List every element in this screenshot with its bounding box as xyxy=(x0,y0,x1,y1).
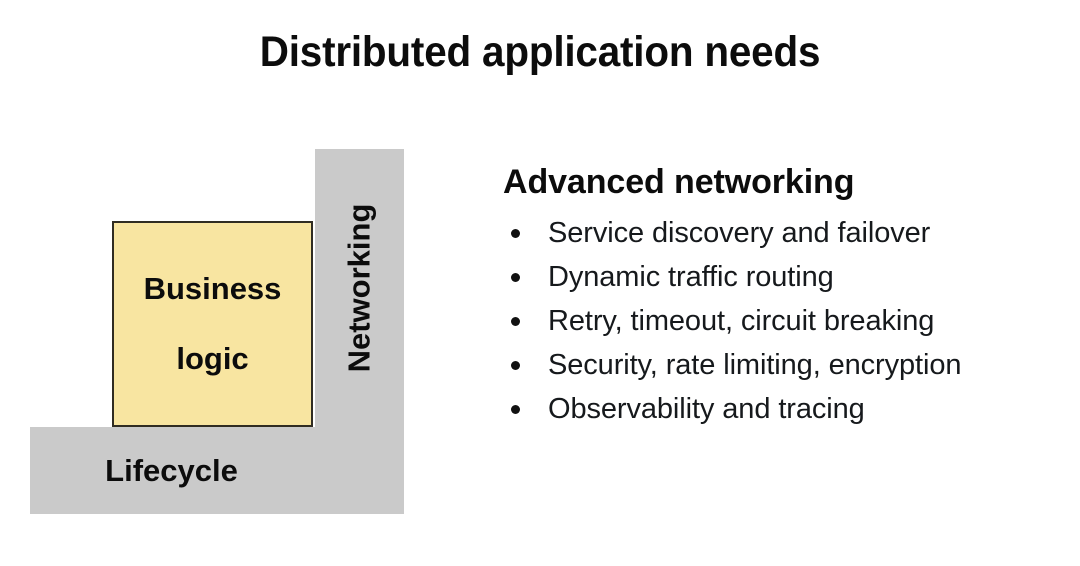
bullet-dot-icon xyxy=(511,273,520,282)
business-logic-label-line1: Business xyxy=(143,271,282,306)
bullet-dot-icon xyxy=(511,361,520,370)
list-item-label: Security, rate limiting, encryption xyxy=(548,349,962,381)
list-item: Dynamic traffic routing xyxy=(503,255,1063,299)
list-item-label: Dynamic traffic routing xyxy=(548,261,834,293)
lifecycle-label: Lifecycle xyxy=(105,452,238,488)
networking-label: Networking xyxy=(341,203,377,373)
list-item-label: Observability and tracing xyxy=(548,393,865,425)
lifecycle-layer-bar xyxy=(30,427,404,514)
page-title: Distributed application needs xyxy=(259,28,821,76)
distributed-application-layers-diagram: Networking Lifecycle Business logic xyxy=(0,0,470,566)
bullet-dot-icon xyxy=(511,229,520,238)
list-item-label: Retry, timeout, circuit breaking xyxy=(548,305,935,337)
list-item: Service discovery and failover xyxy=(503,211,1063,255)
content-column: Advanced networking Service discovery an… xyxy=(503,162,1063,431)
list-item-label: Service discovery and failover xyxy=(548,217,931,249)
networking-label-wrapper: Networking xyxy=(315,149,404,427)
business-logic-label-line2: logic xyxy=(176,341,249,376)
list-item: Retry, timeout, circuit breaking xyxy=(503,299,1063,343)
content-heading: Advanced networking xyxy=(503,163,855,201)
bullet-dot-icon xyxy=(511,405,520,414)
business-logic-box: Business logic xyxy=(112,221,313,427)
list-item: Observability and tracing xyxy=(503,387,1063,431)
list-item: Security, rate limiting, encryption xyxy=(503,343,1063,387)
advanced-networking-bullet-list: Service discovery and failover Dynamic t… xyxy=(503,211,1063,431)
bullet-dot-icon xyxy=(511,317,520,326)
